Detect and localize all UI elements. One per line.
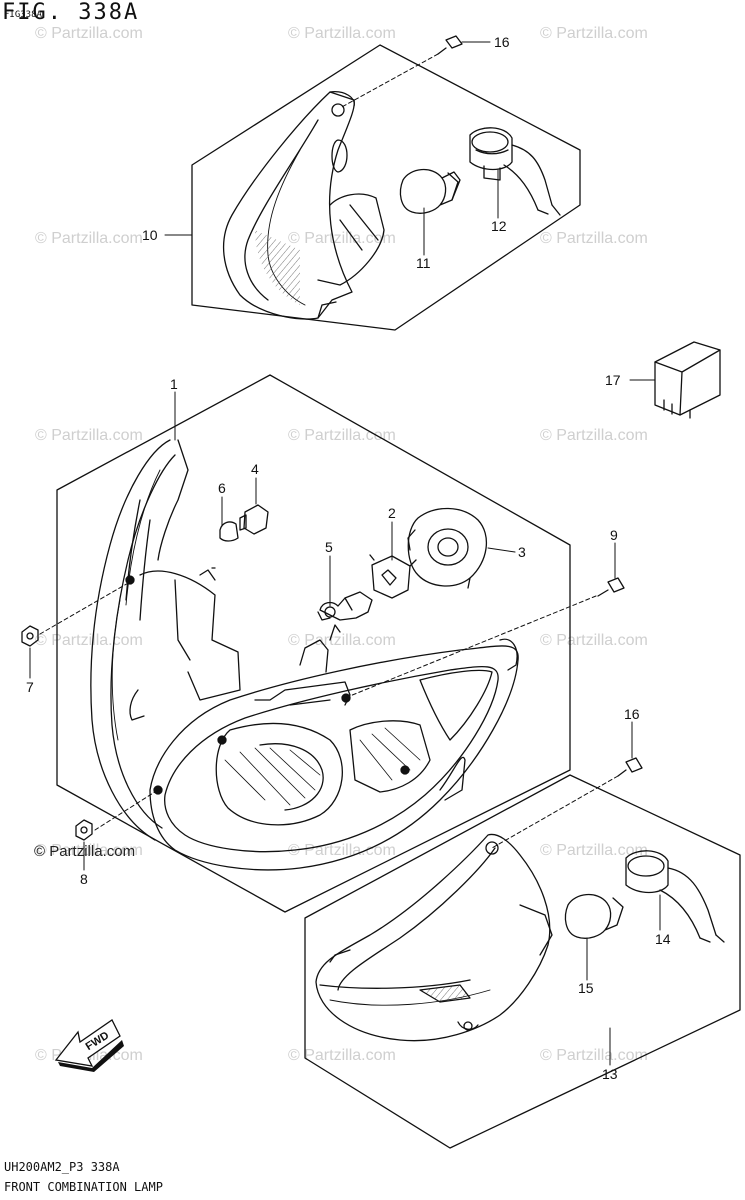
callout-14: 14 [655,931,671,947]
callout-8: 8 [80,871,88,887]
nut-8 [75,819,93,841]
callout-4: 4 [251,461,259,477]
position-lamp-socket [239,504,269,535]
watermark-text: © Partzilla.com [288,632,396,649]
watermark-text: © Partzilla.com [540,25,648,42]
rear-turn-socket [625,850,725,943]
callout-13: 13 [602,1066,618,1082]
front-turn-socket [469,127,561,216]
callout-15: 15 [578,980,594,996]
rear-turn-bulb [564,893,624,939]
callout-5: 5 [325,539,333,555]
diagram-caption: FRONT COMBINATION LAMP [4,1180,163,1194]
callout-17: 17 [605,372,621,388]
turn-signal-relay [654,341,721,419]
watermark-text: © Partzilla.com [35,427,143,444]
position-lamp-bulb [219,521,239,542]
copyright-credit: © Partzilla.com [34,843,136,860]
headlight-housing [90,439,519,871]
screw-16-lower [617,757,643,777]
callout-6: 6 [218,480,226,496]
callout-16-top: 16 [494,34,510,50]
front-turn-signal-lens [222,91,385,320]
callout-7: 7 [26,679,34,695]
watermark-text: © Partzilla.com [35,25,143,42]
group-box-10 [191,44,581,331]
group-box-1 [56,374,571,913]
watermark-text: © Partzilla.com [540,1047,648,1064]
model-code: UH200AM2_P3 338A [4,1160,120,1174]
callout-2: 2 [388,505,396,521]
callout-11: 11 [416,255,431,271]
watermark-text: © Partzilla.com [540,842,648,859]
watermark-text: © Partzilla.com [288,1047,396,1064]
group-box-13 [304,774,741,1149]
callout-12: 12 [491,218,507,234]
nut-7 [21,625,39,647]
screw-16-top [437,35,463,55]
watermark-text: © Partzilla.com [35,842,143,859]
headlight-bulb [317,591,373,621]
watermark-group: © Partzilla.com © Partzilla.com © Partzill… [35,25,648,1064]
rear-turn-signal-lens [315,833,553,1042]
callout-16-lower: 16 [624,706,640,722]
watermark-text: © Partzilla.com [35,230,143,247]
callout-3: 3 [518,544,526,560]
callout-labels: 16 10 11 12 17 1 2 3 4 6 5 9 7 8 16 15 1… [26,34,671,1082]
figure-code: FIG338A [4,10,42,20]
callout-9: 9 [610,527,618,543]
forward-direction-arrow: FWD [54,1019,124,1072]
callout-1: 1 [170,376,178,392]
screw-9 [597,577,625,597]
watermark-text: © Partzilla.com [288,427,396,444]
leader-lines [29,41,661,1066]
watermark-text: © Partzilla.com [540,230,648,247]
figure-number: FIG. 338A [2,0,140,25]
headlight-dust-cover [407,507,488,589]
watermark-text: © Partzilla.com [540,427,648,444]
watermark-text: © Partzilla.com [288,230,396,247]
watermark-text: © Partzilla.com [288,25,396,42]
front-turn-bulb [399,168,461,214]
callout-10: 10 [142,227,158,243]
watermark-text: © Partzilla.com [540,632,648,649]
headlight-socket [369,554,417,599]
watermark-text: © Partzilla.com [288,842,396,859]
watermark-text: © Partzilla.com [35,632,143,649]
